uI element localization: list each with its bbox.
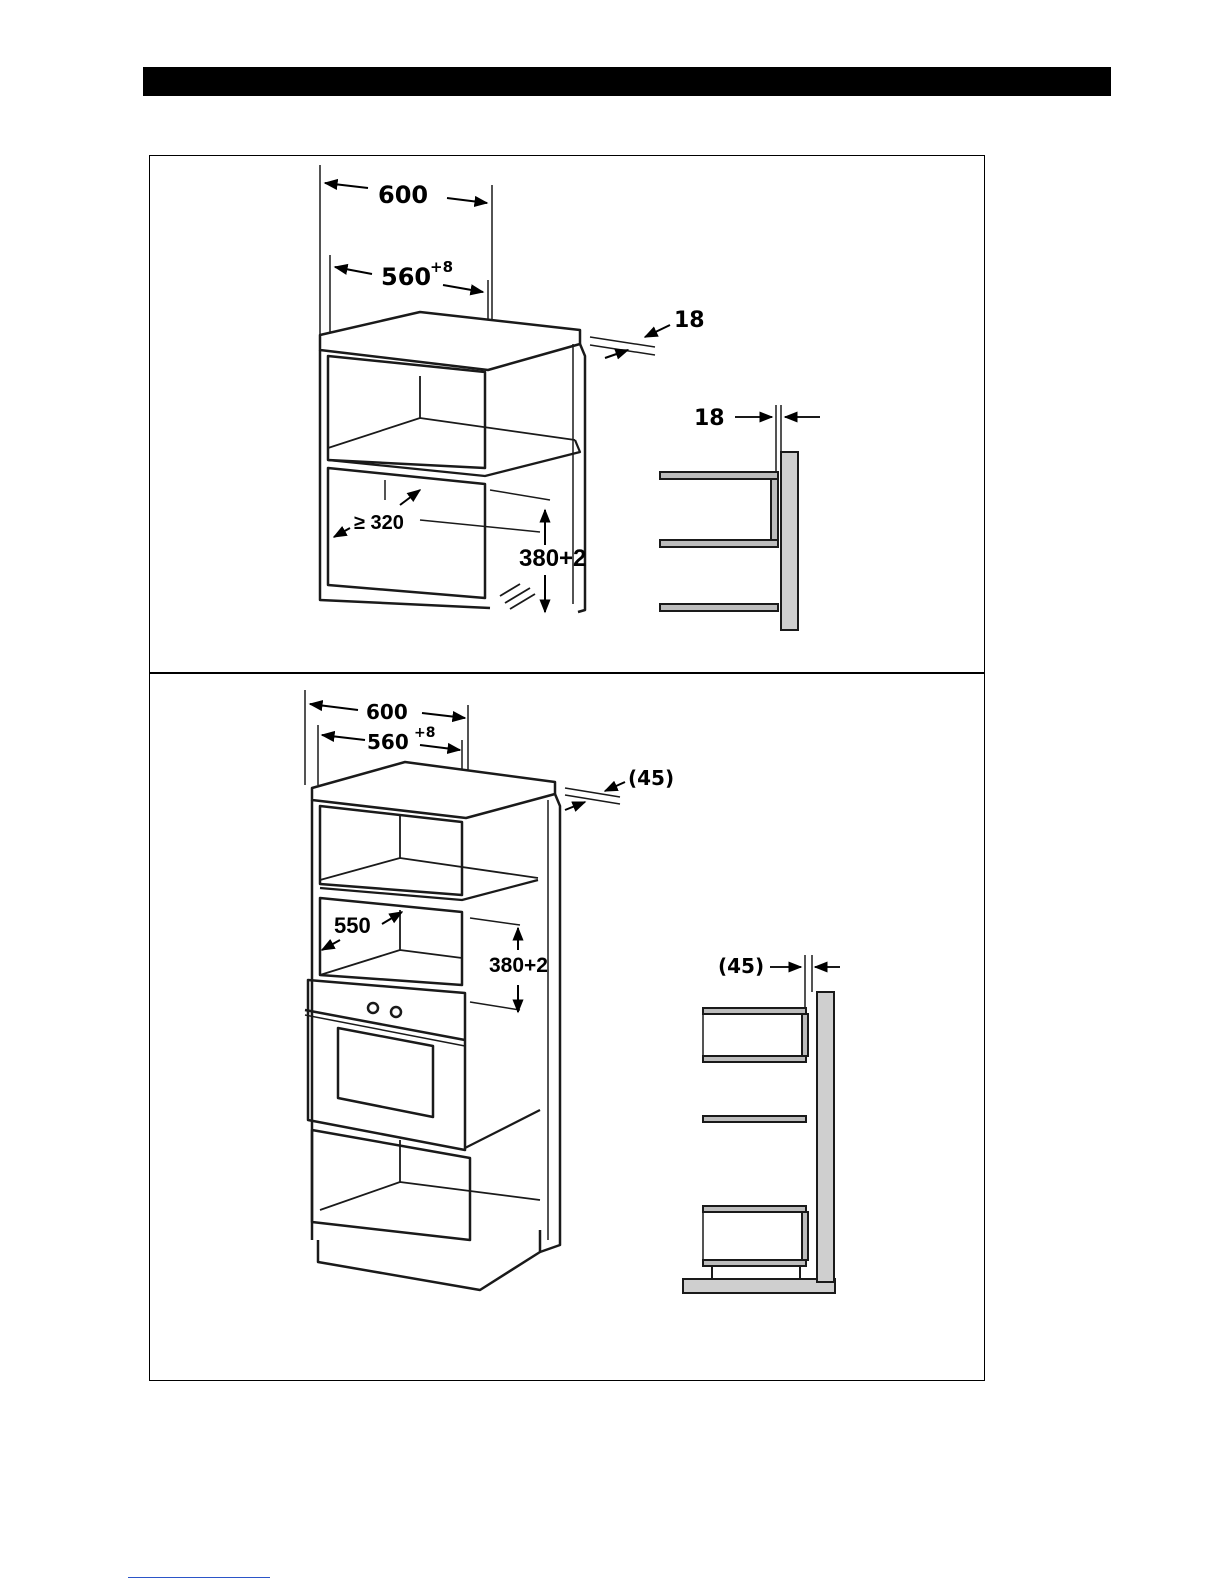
top-cabinet (320, 165, 655, 612)
bottom-rear-gap-label: (45) (628, 766, 674, 790)
top-side-thickness-label: 18 (694, 406, 725, 431)
bottom-cabinet (305, 690, 620, 1290)
top-panel-thickness-label: 18 (674, 308, 705, 333)
top-depth-min-label: ≥ 320 (354, 512, 404, 534)
footer-link-underline[interactable] (128, 1577, 270, 1578)
bottom-width-overall-label: 600 (366, 700, 408, 724)
bottom-width-inner-label: 560 (367, 730, 409, 754)
top-niche-height-label: 380+2 (519, 545, 586, 572)
bottom-width-inner-tolerance-label: +8 (414, 725, 435, 741)
top-width-overall-label: 600 (378, 181, 428, 209)
bottom-side-gap-label: (45) (718, 954, 764, 978)
top-width-inner-label: 560 (381, 263, 431, 291)
top-dimension-arrows (325, 183, 670, 612)
top-side-detail (660, 405, 820, 630)
bottom-depth-label: 550 (334, 913, 371, 938)
top-width-inner-tolerance-label: +8 (430, 258, 453, 276)
bottom-side-detail (683, 955, 840, 1293)
bottom-niche-height-label: 380+2 (489, 954, 548, 977)
